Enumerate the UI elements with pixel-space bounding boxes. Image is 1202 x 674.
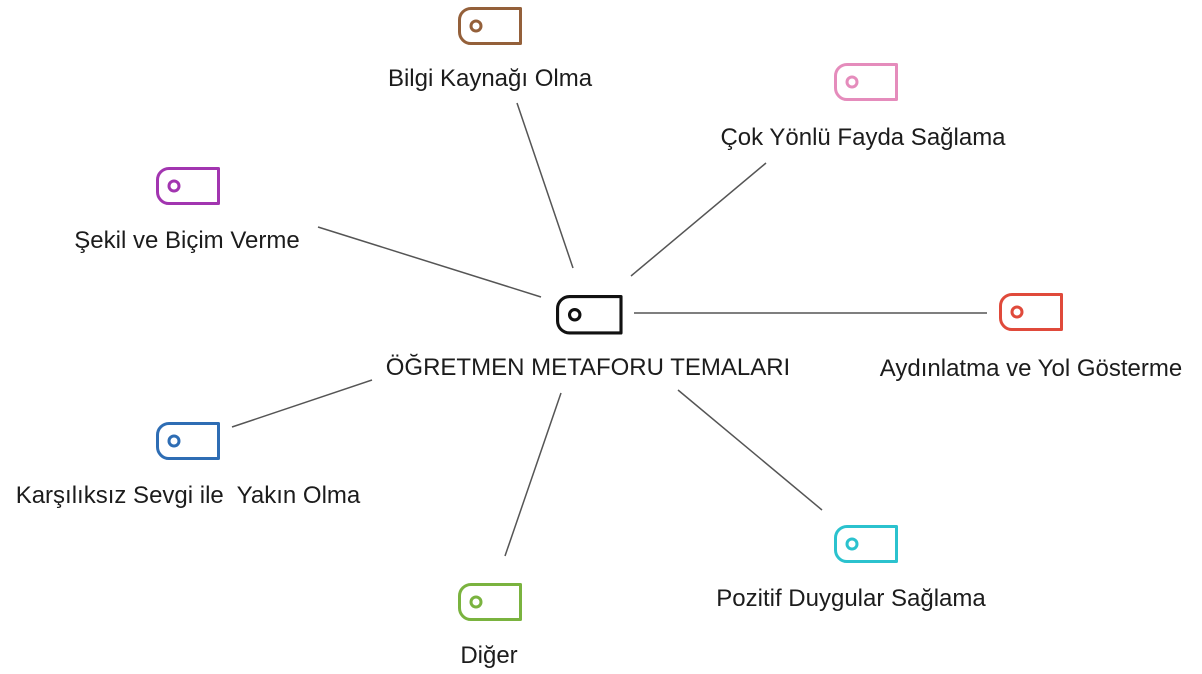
connectors [231, 102, 987, 557]
node-karsiliksiz: Karşılıksız Sevgi ile Yakın Olma [16, 422, 361, 509]
connector-line-diger [504, 392, 562, 557]
connector-line-bilgi [516, 102, 574, 269]
tag-icon [999, 293, 1063, 331]
connector-line-cok-yonlu [630, 162, 767, 277]
connector-line-sekil [317, 226, 542, 298]
connector-line-pozitif [677, 389, 823, 511]
node-label: Diğer [460, 642, 517, 669]
center-label: ÖĞRETMEN METAFORU TEMALARI [386, 354, 790, 381]
tag-icon [834, 63, 898, 101]
node-cok-yonlu: Çok Yönlü Fayda Sağlama [720, 63, 1006, 151]
tag-icon [458, 583, 522, 621]
node-label: Çok Yönlü Fayda Sağlama [720, 124, 1006, 151]
tag-icon [834, 525, 898, 563]
tag-icon [556, 295, 623, 335]
node-label: Bilgi Kaynağı Olma [388, 65, 593, 92]
node-label: Karşılıksız Sevgi ile Yakın Olma [16, 482, 361, 509]
node-label: Pozitif Duygular Sağlama [716, 585, 986, 612]
center-node: ÖĞRETMEN METAFORU TEMALARI [386, 295, 790, 381]
node-bilgi: Bilgi Kaynağı Olma [388, 7, 593, 92]
node-label: Aydınlatma ve Yol Gösterme [880, 355, 1182, 382]
node-aydinlatma: Aydınlatma ve Yol Gösterme [880, 293, 1182, 382]
tag-icon [458, 7, 522, 45]
tag-icon [156, 422, 220, 460]
node-pozitif: Pozitif Duygular Sağlama [716, 525, 986, 612]
tag-icon [156, 167, 220, 205]
node-sekil: Şekil ve Biçim Verme [74, 167, 300, 254]
node-label: Şekil ve Biçim Verme [74, 227, 299, 254]
connector-line-karsiliksiz [231, 379, 373, 428]
node-diger: Diğer [458, 583, 522, 669]
